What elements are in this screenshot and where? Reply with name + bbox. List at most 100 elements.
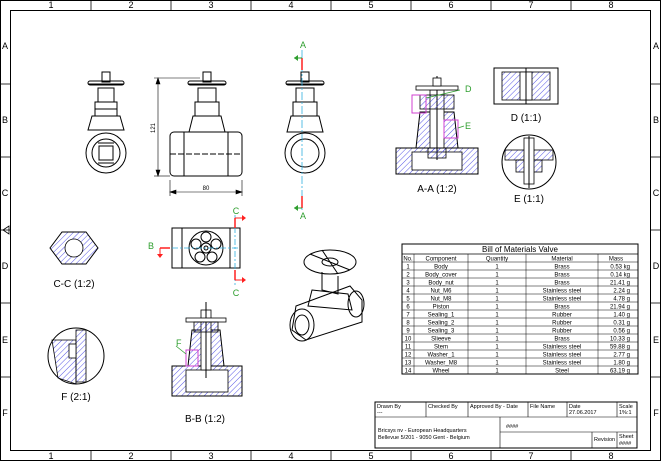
bom-header-cell: Material [551, 257, 572, 263]
tb-drawn-by-label: Drawn By [377, 404, 401, 410]
side-view-right [284, 71, 326, 174]
label-detail-d: D (1:1) [511, 113, 542, 124]
bom-cell: 9 [406, 329, 410, 335]
dimension-lines [154, 77, 243, 196]
section-line-a [294, 50, 303, 211]
col-label-bottom-4: 4 [288, 451, 293, 461]
detail-mark-e: E [465, 121, 471, 131]
bom-cell: Sealing_2 [428, 321, 455, 327]
bom-cell: Stainless steel [543, 345, 582, 351]
bom-cell: 1 [495, 361, 499, 367]
row-label-right-f: F [653, 408, 659, 418]
label-section-aa: A-A (1:2) [417, 184, 456, 195]
row-label-right-c: C [653, 188, 660, 198]
bom-cell: Brass [554, 337, 569, 343]
isometric-view [289, 249, 365, 342]
row-label-f: F [2, 408, 8, 418]
bom-cell: 7 [406, 313, 410, 319]
bom-cell: 59.88 g [610, 345, 630, 351]
col-label-bottom-5: 5 [368, 451, 373, 461]
dimension-height: 121 [151, 122, 157, 133]
col-label-bottom-3: 3 [208, 451, 213, 461]
tb-approved-label: Approved By - Date [470, 404, 518, 410]
section-line-b [157, 247, 240, 258]
bom-cell: 8 [406, 321, 410, 327]
bom-cell: 1 [495, 265, 499, 271]
bom-cell: 0.56 g [613, 329, 630, 335]
bom-cell: 3 [406, 281, 410, 287]
detail-mark-f: F [176, 338, 182, 348]
col-label-6: 6 [448, 0, 453, 10]
bom-cell: Brass [554, 305, 569, 311]
col-label-4: 4 [288, 0, 293, 10]
row-label-e: E [2, 335, 8, 345]
tb-sheet-label: Sheet [619, 434, 634, 440]
bom-cell: Brass [554, 281, 569, 287]
bom-cell: 2 [406, 273, 410, 279]
row-label-right-b: B [653, 115, 659, 125]
bom-cell: 1 [495, 321, 499, 327]
center-mark-icon [2, 225, 10, 235]
bom-header-cell: No. [403, 257, 413, 263]
section-mark-c-bottom: C [233, 288, 240, 298]
bom-cell: 1 [406, 265, 410, 271]
bom-cell: Rubber [552, 329, 572, 335]
detail-mark-d: D [465, 84, 472, 94]
detail-e-view [501, 134, 557, 190]
tb-scale-value: 1%:1 [619, 410, 632, 416]
tb-date-label: Date [569, 404, 581, 410]
bom-header-cell: Mass [609, 257, 623, 263]
side-view [85, 71, 127, 174]
front-view [169, 71, 243, 177]
bom-cell: Washer_M8 [425, 361, 458, 367]
section-mark-a-bottom: A [300, 211, 306, 221]
bom-cell: Sealing_1 [428, 313, 455, 319]
bom-cell: 0.53 kg [610, 265, 630, 271]
label-section-cc: C-C (1:2) [53, 279, 94, 290]
col-label-bottom-6: 6 [448, 451, 453, 461]
section-aa-view [395, 76, 479, 175]
bom-cell: 1.80 g [613, 361, 630, 367]
tb-revision-label: Revision [594, 437, 615, 443]
bom-cell: Stainless steel [543, 297, 582, 303]
tb-scale-label: Scale [619, 404, 633, 410]
inner-border [10, 10, 651, 451]
bom-cell: 1 [495, 313, 499, 319]
tb-sheet-value: #### [619, 441, 632, 447]
row-label-right-d: D [653, 261, 660, 271]
bom-cell: Stainless steel [543, 361, 582, 367]
bom-cell: 10 [405, 337, 412, 343]
bom-title: Bill of Materials Valve [482, 245, 558, 254]
section-mark-c-top: C [233, 206, 240, 216]
bom-cell: 5 [406, 297, 410, 303]
bom-cell: Piston [433, 305, 450, 311]
col-label-bottom-7: 7 [528, 451, 533, 461]
col-label-bottom-1: 1 [48, 451, 53, 461]
bom-header-cell: Component [425, 257, 456, 263]
bom-cell: 1 [495, 329, 499, 335]
row-label-c: C [2, 188, 9, 198]
row-label-right-a: A [653, 41, 659, 51]
bom-cell: 13 [405, 361, 412, 367]
bom-cell: 63.19 g [610, 369, 630, 375]
bom-cell: Wheel [432, 369, 449, 375]
label-section-bb: B-B (1:2) [185, 414, 225, 425]
label-detail-f: F (2:1) [61, 392, 90, 403]
tb-company-line1: Bricsys nv - European Headquarters [378, 428, 467, 434]
bom-cell: Washer_1 [427, 353, 455, 359]
col-label-8: 8 [608, 0, 613, 10]
bom-cell: Body_nut [428, 281, 454, 287]
bom-cell: Rubber [552, 321, 572, 327]
bom-cell: 0.14 kg [610, 273, 630, 279]
bom-cell: 21.41 g [610, 281, 630, 287]
col-label-5: 5 [368, 0, 373, 10]
tb-checked-by-label: Checked By [428, 404, 458, 410]
bom-cell: 4.78 g [613, 297, 630, 303]
bom-cell: 2.24 g [613, 289, 630, 295]
bom-cell: 1.40 g [613, 313, 630, 319]
